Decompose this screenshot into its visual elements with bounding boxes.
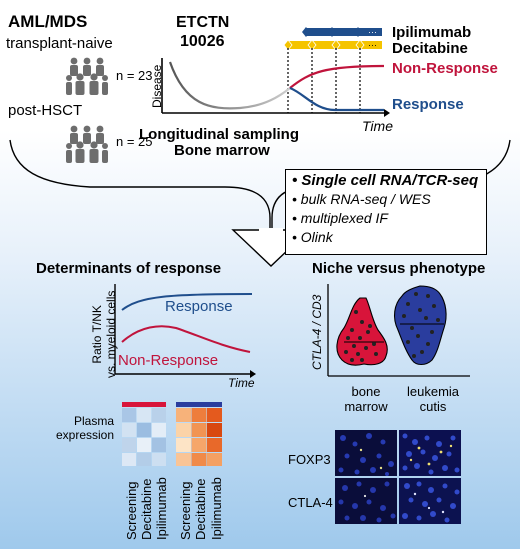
heatmap2-col-1: Screening bbox=[178, 481, 193, 540]
cohort-title: AML/MDS bbox=[8, 12, 88, 31]
cohort-group1-n: n = 23 bbox=[116, 68, 153, 83]
trial-schematic: ··· ··· bbox=[161, 27, 390, 117]
method-item-2: • bulk RNA-seq / WES bbox=[292, 191, 431, 207]
trial-name-line1: ETCTN bbox=[176, 14, 230, 31]
method-item-3-text: multiplexed IF bbox=[300, 210, 388, 226]
trial-x-axis-arrow bbox=[384, 109, 390, 117]
sampling-lines bbox=[287, 48, 361, 113]
niche-group2-label: leukemia cutis bbox=[398, 384, 468, 414]
heatmap-nonresponse bbox=[122, 402, 166, 466]
violin-plot bbox=[327, 284, 470, 377]
response-label: Response bbox=[392, 96, 464, 113]
decitabine-ellipsis: ··· bbox=[368, 40, 377, 50]
cohort-group2-n: n = 25 bbox=[116, 134, 153, 149]
method-item-3: • multiplexed IF bbox=[292, 210, 388, 226]
decitabine-diamonds bbox=[283, 39, 365, 51]
nonresponse-label: Non-Response bbox=[392, 60, 498, 77]
determinants-y-label: Ratio T/NK vs. myeloid cells bbox=[90, 291, 118, 378]
if-image-foxp3-marrow bbox=[335, 430, 397, 476]
method-item-1: • Single cell RNA/TCR-seq bbox=[292, 172, 479, 189]
niche-title: Niche versus phenotype bbox=[312, 260, 486, 277]
method-item-4: • Olink bbox=[292, 229, 333, 245]
determinants-title: Determinants of response bbox=[36, 260, 222, 277]
heatmap1-col-1: Screening bbox=[124, 481, 139, 540]
ipilimumab-diamonds bbox=[302, 27, 362, 37]
heatmap1-col-3: Ipilimumab bbox=[154, 477, 169, 540]
determinants-response-label: Response bbox=[165, 298, 233, 315]
heatmap2-col-3: Ipilimumab bbox=[209, 477, 224, 540]
ipilimumab-bar bbox=[306, 28, 382, 36]
trial-name-line2: 10026 bbox=[180, 33, 225, 50]
niche-group2-line2: cutis bbox=[419, 399, 447, 414]
violin-bone-marrow-points bbox=[344, 310, 378, 362]
if-image-ctla4-marrow bbox=[335, 478, 397, 524]
stain1-label: FOXP3 bbox=[288, 452, 331, 467]
plasma-label-line2: expression bbox=[56, 428, 115, 442]
ipilimumab-ellipsis: ··· bbox=[368, 27, 377, 37]
method-item-1-text: Single cell RNA/TCR-seq bbox=[301, 172, 479, 189]
cohort-group2-label: post-HSCT bbox=[8, 102, 83, 119]
people-group-icon bbox=[66, 125, 108, 163]
determinants-plot bbox=[114, 284, 256, 378]
trial-x-axis-label: Time bbox=[362, 118, 393, 134]
people-group-icon bbox=[66, 57, 108, 95]
niche-group1-line2: marrow bbox=[344, 399, 388, 414]
method-item-4-text: Olink bbox=[300, 229, 333, 245]
niche-group2-line1: leukemia bbox=[406, 384, 460, 399]
trial-y-axis-label-text: Disease bbox=[150, 64, 164, 108]
cohort-group1-label: transplant-naive bbox=[6, 35, 113, 52]
sampling-line1: Longitudinal sampling bbox=[139, 126, 299, 143]
trial-y-axis-label: Disease bbox=[150, 65, 164, 108]
if-image-ctla4-cutis bbox=[399, 478, 461, 524]
heatmap-response bbox=[176, 402, 222, 466]
method-item-2-text: bulk RNA-seq / WES bbox=[300, 191, 431, 207]
methods-box bbox=[285, 169, 487, 255]
plasma-label: Plasma expression bbox=[56, 414, 114, 442]
violin-leukemia-cutis-points bbox=[402, 292, 440, 358]
determinants-y-label-line2: vs. myeloid cells bbox=[104, 290, 118, 378]
response-curve bbox=[289, 86, 384, 112]
heatmap1-col-2: Decitabine bbox=[139, 478, 154, 540]
stain2-label: CTLA-4 bbox=[288, 495, 333, 510]
heatmap2-col-2: Decitabine bbox=[193, 478, 208, 540]
determinants-x-label: Time bbox=[228, 376, 255, 390]
drug1-label: Ipilimumab bbox=[392, 24, 472, 41]
determinants-nonresponse-label: Non-Response bbox=[118, 352, 219, 369]
if-image-foxp3-cutis bbox=[399, 430, 461, 476]
determinants-y-label-line1: Ratio T/NK bbox=[90, 305, 104, 364]
nonresponse-curve bbox=[289, 64, 385, 89]
violin-bone-marrow bbox=[336, 297, 388, 366]
plasma-label-line1: Plasma bbox=[74, 414, 115, 428]
sampling-line2: Bone marrow bbox=[174, 142, 270, 159]
disease-baseline-curve bbox=[168, 61, 291, 110]
drug2-label: Decitabine bbox=[392, 40, 468, 57]
niche-group1-label: bone marrow bbox=[336, 384, 396, 414]
niche-group1-line1: bone bbox=[351, 384, 381, 399]
